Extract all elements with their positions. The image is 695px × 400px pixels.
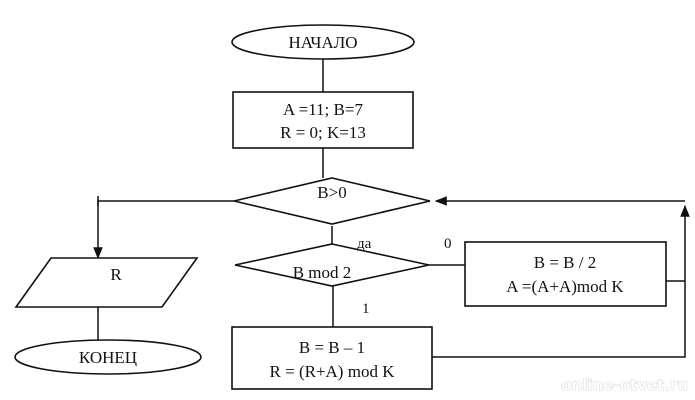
decision-mod-text: B mod 2 bbox=[293, 263, 352, 282]
start-text: НАЧАЛО bbox=[288, 33, 357, 52]
decision-main-text: B>0 bbox=[317, 183, 346, 202]
connectors bbox=[93, 58, 690, 358]
label-yes: да bbox=[357, 236, 372, 252]
end-text: КОНЕЦ bbox=[79, 348, 137, 367]
init-text-line2: R = 0; K=13 bbox=[280, 123, 366, 142]
connector-cond-exit bbox=[97, 200, 234, 206]
decision-main bbox=[233, 177, 431, 225]
connector-odd-loop bbox=[432, 204, 690, 358]
even-text-line2: A =(A+A)mod K bbox=[506, 277, 624, 296]
init-text-line1: A =11; B=7 bbox=[283, 100, 363, 119]
start-terminator bbox=[231, 24, 415, 60]
even-process-box bbox=[464, 241, 667, 307]
end-terminator bbox=[14, 339, 202, 375]
odd-process-box bbox=[231, 326, 433, 390]
label-zero: 0 bbox=[444, 236, 452, 252]
odd-text-line1: B = B – 1 bbox=[299, 338, 365, 357]
output-parallelogram bbox=[14, 257, 199, 308]
odd-text-line2: R = (R+A) mod K bbox=[270, 362, 396, 381]
even-text-line1: B = B / 2 bbox=[534, 253, 597, 272]
label-one: 1 bbox=[362, 301, 370, 317]
decision-mod bbox=[234, 243, 430, 287]
output-text: R bbox=[110, 265, 122, 284]
watermark-text: online-otvet.ru bbox=[561, 376, 688, 394]
init-process-box bbox=[232, 91, 414, 149]
